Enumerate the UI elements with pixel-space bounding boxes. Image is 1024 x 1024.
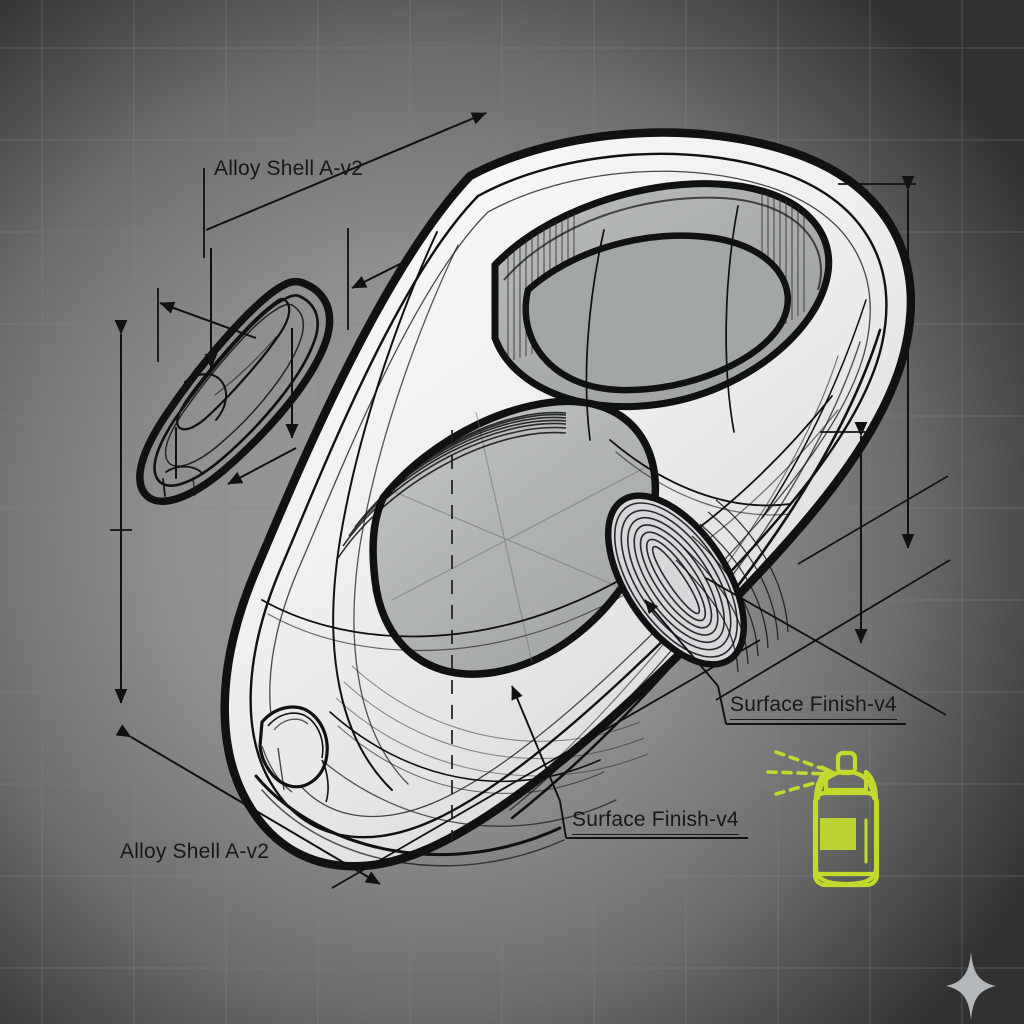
dim-right-cross-b: [715, 559, 951, 701]
spray-can-icon: [766, 750, 880, 888]
label-alloy-shell-top: Alloy Shell A-v2: [214, 157, 364, 180]
dim-cover-gap: [351, 257, 413, 289]
aperture-inner-floor: [522, 232, 792, 394]
dim-right-cross-a: [705, 577, 947, 716]
main-shell-body: [220, 128, 916, 871]
dim-bottom-baseline: [115, 724, 381, 885]
leader-finish-right: [644, 599, 906, 725]
side-vent-detail: [604, 492, 789, 673]
dim-top-diagonal: [205, 112, 487, 231]
upper-aperture: [491, 180, 833, 411]
secondary-cover-part: [136, 277, 334, 505]
dim-cover-width: [159, 301, 257, 339]
label-surface-finish-right: Surface Finish-v4: [730, 693, 897, 720]
leader-finish-bot: [511, 685, 748, 839]
dim-cover-depth-diagonal: [227, 447, 297, 485]
dim-bottom-cross: [331, 639, 761, 889]
label-alloy-shell-bottom: Alloy Shell A-v2: [120, 840, 270, 863]
label-surface-finish-bottom: Surface Finish-v4: [572, 808, 739, 835]
sparkle-watermark-icon: [946, 952, 996, 1020]
vent-surface-strokes: [675, 499, 789, 673]
dim-right-cross-c: [797, 475, 949, 565]
